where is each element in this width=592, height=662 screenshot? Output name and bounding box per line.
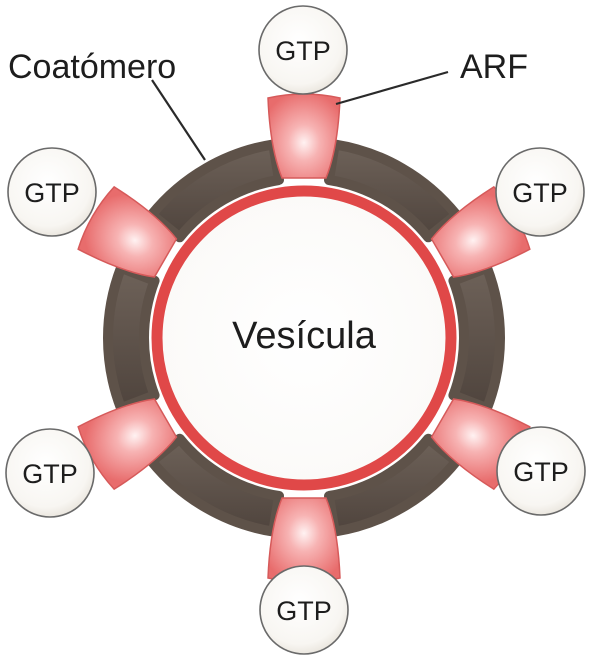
- gtp-label: GTP: [24, 178, 80, 208]
- vesicle-label: Vesícula: [232, 315, 377, 357]
- gtp-molecule: GTP: [259, 6, 347, 94]
- gtp-molecule: GTP: [8, 148, 96, 236]
- gtp-molecule: GTP: [496, 148, 584, 236]
- gtp-label: GTP: [512, 178, 568, 208]
- coatomer-segment: [108, 268, 155, 408]
- arf-leader-line: [336, 72, 448, 104]
- coatomer-segment: [453, 268, 500, 408]
- arf-label: ARF: [460, 48, 528, 86]
- gtp-label: GTP: [513, 457, 569, 487]
- gtp-label: GTP: [275, 36, 331, 66]
- gtp-label: GTP: [22, 459, 78, 489]
- arf-protein: [268, 94, 340, 178]
- gtp-molecule: GTP: [6, 429, 94, 517]
- gtp-molecule: GTP: [260, 566, 348, 654]
- gtp-molecule: GTP: [497, 427, 585, 515]
- coatomer-label: Coatómero: [8, 48, 176, 86]
- gtp-label: GTP: [276, 596, 332, 626]
- coatomer-leader-line: [152, 80, 205, 160]
